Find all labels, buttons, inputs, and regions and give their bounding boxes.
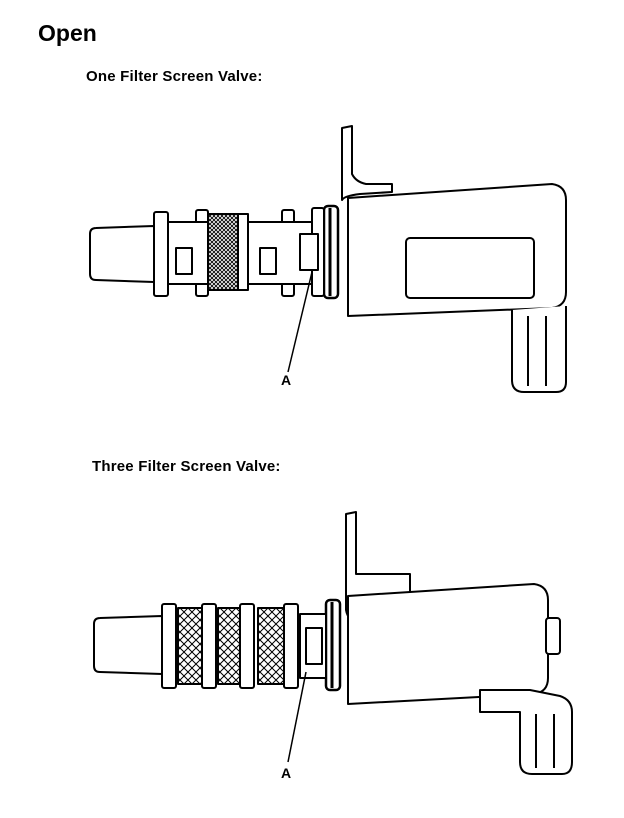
solenoid-stub xyxy=(545,617,561,655)
spool-collar-2-1 xyxy=(161,603,177,689)
one-filter-screen-valve-drawing xyxy=(89,125,567,393)
filter-screen-1 xyxy=(177,607,203,685)
electrical-connector-2 xyxy=(479,689,573,775)
filter-screen-3 xyxy=(257,607,285,685)
port-2 xyxy=(259,247,277,275)
three-filter-screen-valve-drawing xyxy=(93,511,573,775)
valve-nose-2 xyxy=(93,615,163,675)
callout-leader-1 xyxy=(287,271,313,373)
callout-a-1: A xyxy=(281,372,292,388)
solenoid-body-2 xyxy=(347,583,549,705)
valve-nose xyxy=(89,225,155,283)
spool-collar-2-4 xyxy=(283,603,299,689)
mounting-bracket xyxy=(341,125,393,201)
body-window xyxy=(405,237,535,299)
diagram-2-label: Three Filter Screen Valve: xyxy=(92,458,281,475)
page-title: Open xyxy=(38,20,97,46)
spool-collar-2-2 xyxy=(201,603,217,689)
port-1 xyxy=(175,247,193,275)
diagram-1-label: One Filter Screen Valve: xyxy=(86,68,263,85)
callout-leader-2 xyxy=(287,671,307,763)
electrical-connector xyxy=(511,306,567,393)
spool-collar-1 xyxy=(153,211,169,297)
filter-screen-2 xyxy=(217,607,241,685)
filter-screen xyxy=(207,213,239,291)
callout-a-2: A xyxy=(281,765,292,781)
spool-collar-2-3 xyxy=(239,603,255,689)
